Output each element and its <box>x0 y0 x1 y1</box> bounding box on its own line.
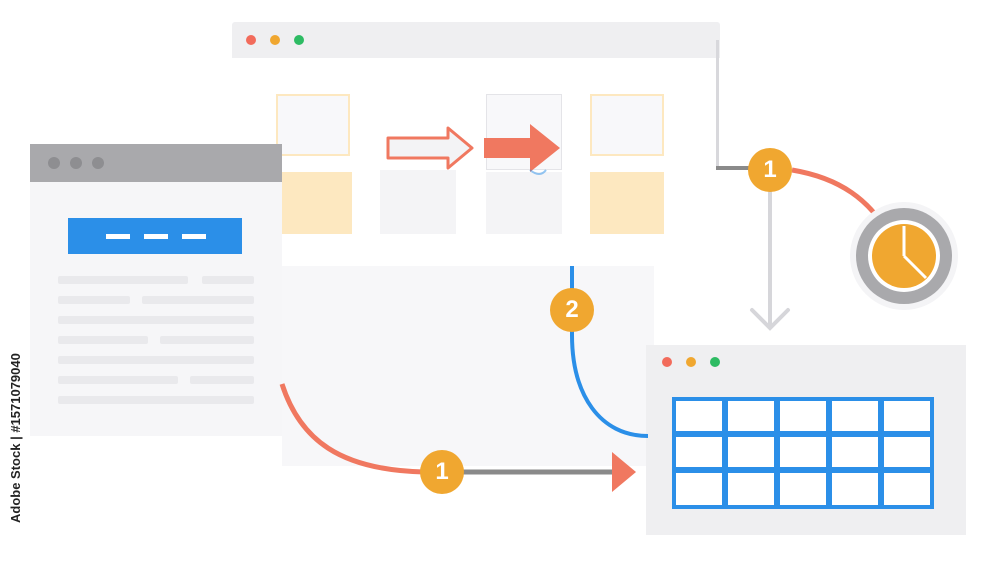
grid-cell[interactable] <box>884 437 930 467</box>
text-line <box>58 356 254 364</box>
grid-cell[interactable] <box>780 437 826 467</box>
document-window <box>30 144 282 436</box>
board-card-outline-right <box>590 94 664 156</box>
grid-cell[interactable] <box>832 437 878 467</box>
grid-cell[interactable] <box>676 437 722 467</box>
document-header-bar[interactable] <box>68 218 242 254</box>
grid-cell[interactable] <box>728 437 774 467</box>
board-card-filled <box>280 172 352 234</box>
step-badge-1-top: 1 <box>748 148 792 192</box>
move-arrows <box>386 124 560 175</box>
solid-arrow-icon <box>484 124 560 172</box>
grid-cell[interactable] <box>884 401 930 431</box>
down-arrowhead-icon <box>750 308 790 331</box>
grid-cell[interactable] <box>832 401 878 431</box>
connector-red-curve <box>279 383 425 475</box>
table-window-titlebar <box>646 345 966 379</box>
text-line <box>142 296 254 304</box>
grid-cell[interactable] <box>676 401 722 431</box>
document-window-titlebar <box>30 144 282 182</box>
text-line <box>58 296 130 304</box>
board-card-blank <box>380 170 456 234</box>
board-window-titlebar <box>232 22 720 58</box>
text-line <box>190 376 254 384</box>
close-dot-icon[interactable] <box>48 157 60 169</box>
close-dot-icon[interactable] <box>246 35 256 45</box>
table-window <box>646 345 966 535</box>
text-line <box>58 376 178 384</box>
close-dot-icon[interactable] <box>662 357 672 367</box>
board-card-outline <box>276 94 350 156</box>
board-window-edge <box>716 40 719 166</box>
data-grid <box>672 397 934 509</box>
text-line <box>58 276 188 284</box>
stock-watermark-text: Adobe Stock | #157107904​0 <box>8 353 23 523</box>
grid-cell[interactable] <box>728 473 774 505</box>
maximize-dot-icon[interactable] <box>92 157 104 169</box>
step-badge-2: 2 <box>550 288 594 332</box>
step-badge-1-bottom: 1 <box>420 450 464 494</box>
outline-arrow-icon <box>386 126 474 170</box>
grid-cell[interactable] <box>728 401 774 431</box>
grid-cell[interactable] <box>832 473 878 505</box>
minimize-dot-icon[interactable] <box>270 35 280 45</box>
maximize-dot-icon[interactable] <box>710 357 720 367</box>
grid-cell[interactable] <box>780 401 826 431</box>
grid-cell[interactable] <box>780 473 826 505</box>
grid-cell[interactable] <box>676 473 722 505</box>
text-line <box>58 336 148 344</box>
text-line <box>58 396 254 404</box>
clock-icon <box>848 200 960 312</box>
minimize-dot-icon[interactable] <box>70 157 82 169</box>
right-arrowhead-icon <box>612 452 636 492</box>
board-card-filled-right <box>590 172 664 234</box>
text-line <box>202 276 254 284</box>
maximize-dot-icon[interactable] <box>294 35 304 45</box>
background-panel <box>282 266 654 466</box>
connector-blue-curve <box>570 266 649 438</box>
board-card-moving-bottom <box>486 172 562 234</box>
grid-cell[interactable] <box>884 473 930 505</box>
minimize-dot-icon[interactable] <box>686 357 696 367</box>
text-line <box>160 336 254 344</box>
text-line <box>58 316 254 324</box>
